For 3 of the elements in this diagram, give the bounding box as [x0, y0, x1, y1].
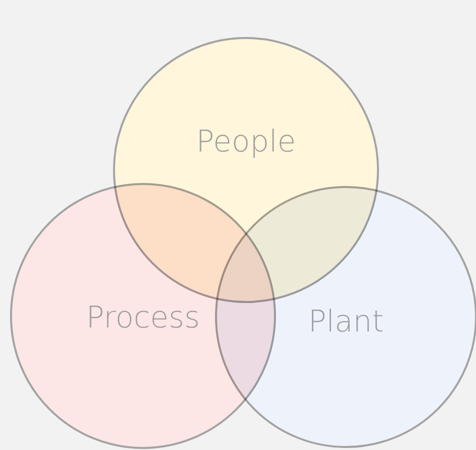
circle-label: Process: [86, 300, 200, 336]
circle-label: Plant: [308, 304, 384, 340]
circle-label: People: [196, 124, 296, 160]
